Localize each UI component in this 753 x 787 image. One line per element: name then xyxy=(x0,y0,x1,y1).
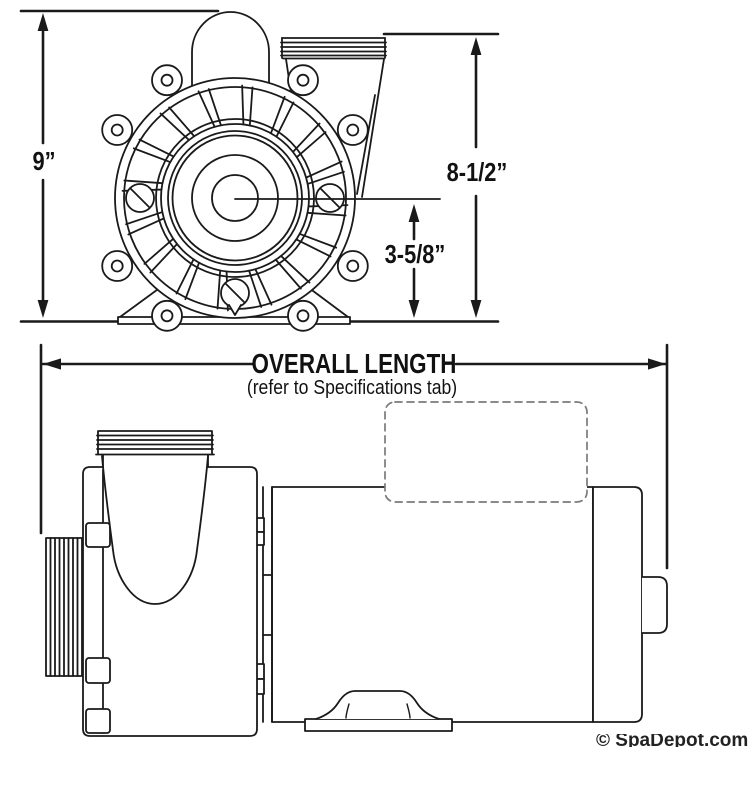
watermark-text: © SpaDepot.com xyxy=(596,734,748,747)
vent-dome xyxy=(191,11,270,94)
motor-end-cap xyxy=(592,486,643,723)
motor-body xyxy=(271,486,594,723)
conduit-box-dashed-outline xyxy=(384,401,588,503)
drain-tip xyxy=(228,304,242,316)
watermark: © SpaDepot.com xyxy=(596,734,748,747)
dim-label-8-half-inch: 8-1/2” xyxy=(446,157,508,187)
overall-length-note: (refer to Specifications tab) xyxy=(246,377,458,399)
bolt-lugs xyxy=(101,64,369,332)
dim-label-9-inch: 9” xyxy=(32,146,56,176)
housing-outer xyxy=(114,77,356,319)
pump-side-view xyxy=(45,401,668,737)
motor-flange-band xyxy=(255,486,273,723)
pump-front-view xyxy=(101,11,441,332)
side-suction-port xyxy=(45,537,83,677)
dim-8-half-inch xyxy=(382,32,500,303)
side-discharge-port xyxy=(95,430,215,605)
dimension-lines xyxy=(19,9,669,570)
motor-foot xyxy=(304,690,453,732)
drawing-strokes xyxy=(19,9,669,737)
screw-heads xyxy=(125,183,345,316)
overall-length-dimension xyxy=(39,343,669,570)
face-plate xyxy=(167,130,303,266)
arrowheads xyxy=(37,13,666,370)
shaft-stub xyxy=(641,576,668,634)
overall-length-label: OVERALL LENGTH xyxy=(251,348,457,379)
dim-label-3-5-8-inch: 3-5/8” xyxy=(384,239,446,269)
